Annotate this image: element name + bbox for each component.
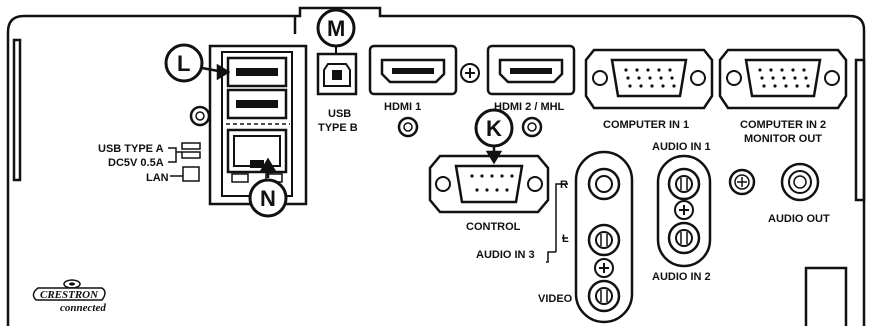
label-l: L bbox=[562, 233, 569, 245]
label-control: CONTROL bbox=[466, 221, 521, 233]
label-lan: LAN bbox=[146, 172, 169, 184]
label-audio-in-1: AUDIO IN 1 bbox=[652, 141, 711, 153]
label-r: R bbox=[560, 179, 568, 191]
callout-k: K bbox=[474, 108, 514, 148]
screw-audio-column bbox=[674, 200, 694, 220]
callout-n: N bbox=[248, 178, 288, 218]
label-usb: USB bbox=[328, 108, 351, 120]
hdmi-2-indicator bbox=[521, 116, 543, 138]
label-monitor-out: MONITOR OUT bbox=[744, 133, 822, 145]
audio-in-3-l-jack[interactable] bbox=[587, 223, 621, 257]
usb-lan-module bbox=[208, 44, 308, 206]
computer-in-2-monitor-out-port[interactable] bbox=[718, 48, 848, 110]
audio-in-2-jack[interactable] bbox=[667, 221, 701, 255]
usb-lan-legend: USB TYPE A DC5V 0.5A LAN bbox=[98, 142, 201, 184]
logo-connected-text: connected bbox=[60, 302, 106, 314]
housing-outline bbox=[6, 6, 866, 326]
callout-l: L bbox=[164, 43, 204, 83]
label-type-b: TYPE B bbox=[318, 122, 358, 134]
label-usb-type-a: USB TYPE A bbox=[98, 143, 164, 155]
computer-in-1-port[interactable] bbox=[584, 48, 714, 110]
label-audio-in-2: AUDIO IN 2 bbox=[652, 271, 711, 283]
label-computer-in-1: COMPUTER IN 1 bbox=[603, 119, 689, 131]
audio-in-3-bracket bbox=[546, 183, 568, 263]
hdmi-2-mhl-port[interactable] bbox=[486, 44, 576, 96]
svg-text:L: L bbox=[177, 51, 190, 76]
crestron-connected-logo: CRESTRON connected bbox=[32, 279, 106, 314]
logo-crestron-text: CRESTRON bbox=[40, 289, 99, 301]
svg-text:K: K bbox=[486, 116, 502, 141]
svg-text:M: M bbox=[327, 16, 345, 41]
label-dc5v: DC5V 0.5A bbox=[108, 157, 164, 169]
usb-type-b-port[interactable] bbox=[316, 52, 358, 96]
screw-hdmi-center bbox=[460, 63, 480, 83]
hdmi-1-port[interactable] bbox=[368, 44, 458, 96]
audio-out-jack[interactable] bbox=[780, 162, 820, 202]
label-hdmi-2-mhl: HDMI 2 / MHL bbox=[494, 101, 565, 113]
control-port[interactable] bbox=[428, 154, 550, 214]
svg-text:N: N bbox=[260, 186, 276, 211]
lan-mini-icon bbox=[182, 166, 200, 182]
hdmi-1-indicator bbox=[397, 116, 419, 138]
audio-in-1-jack[interactable] bbox=[667, 167, 701, 201]
usb-mini-icon bbox=[181, 142, 201, 159]
video-jack[interactable] bbox=[587, 279, 621, 313]
audio-in-3-r-jack[interactable] bbox=[587, 167, 621, 201]
label-hdmi-1: HDMI 1 bbox=[384, 101, 421, 113]
label-audio-out: AUDIO OUT bbox=[768, 213, 830, 225]
screw-video-column bbox=[594, 258, 614, 278]
label-audio-in-3: AUDIO IN 3 bbox=[476, 249, 535, 261]
screw-audio-out bbox=[728, 168, 756, 196]
label-computer-in-2: COMPUTER IN 2 bbox=[740, 119, 826, 131]
callout-m: M bbox=[316, 8, 356, 48]
label-video: VIDEO bbox=[538, 293, 573, 305]
